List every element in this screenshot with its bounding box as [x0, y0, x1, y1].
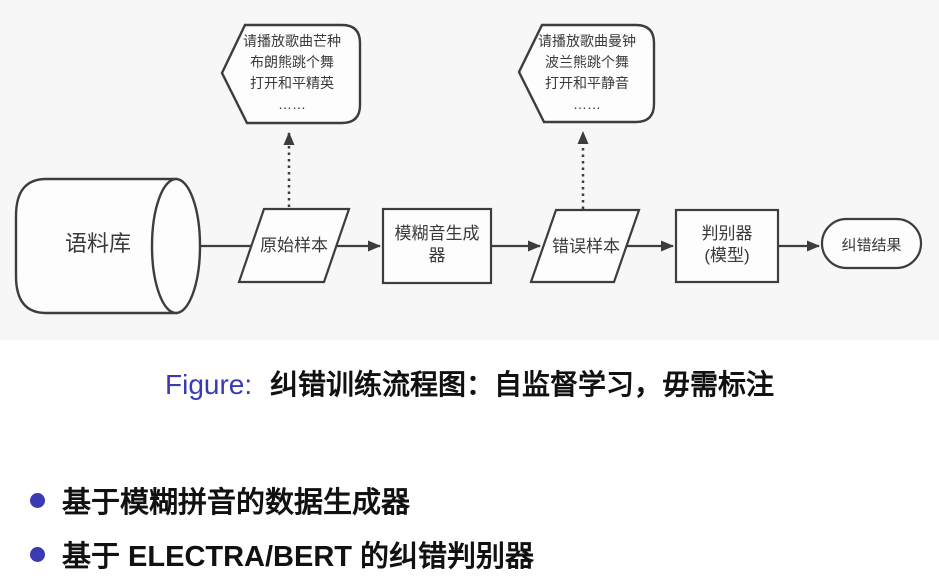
callout-error-text: 请播放歌曲曼钟 波兰熊跳个舞 打开和平静音 ……	[528, 31, 646, 115]
bullet-item-generator: 基于模糊拼音的数据生成器	[30, 478, 410, 522]
callout-line: 请播放歌曲芒种	[243, 33, 341, 49]
error-sample-label: 错误样本	[552, 237, 620, 256]
corpus-label: 语料库	[64, 231, 131, 256]
discriminator-rect	[674, 208, 780, 284]
fuzzy-generator-label-line2: 器	[428, 246, 446, 265]
callout-line: 布朗熊跳个舞	[250, 54, 334, 70]
original-sample-label: 原始样本	[260, 236, 328, 255]
callout-line: ……	[278, 96, 306, 112]
callout-line: 打开和平精英	[250, 75, 334, 91]
callout-original-bubble	[220, 23, 362, 125]
result-label: 纠错结果	[841, 237, 902, 254]
callout-line: 请播放歌曲曼钟	[538, 33, 636, 49]
callout-line: 波兰熊跳个舞	[545, 54, 629, 70]
callout-original-text: 请播放歌曲芒种 布朗熊跳个舞 打开和平精英 ……	[233, 31, 351, 115]
fuzzy-generator-label-line1: 模糊音生成	[394, 224, 480, 243]
discriminator-label-line2: (模型)	[704, 246, 750, 265]
bullet-icon	[30, 546, 45, 562]
corpus-cylinder-body	[14, 177, 178, 315]
original-sample-parallelogram	[237, 207, 351, 284]
bullet-text: 基于模糊拼音的数据生成器	[62, 487, 411, 519]
fuzzy-generator-rect	[381, 207, 493, 285]
fuzzy-generator-label: 模糊音生成 器	[383, 223, 491, 267]
callout-line: ……	[573, 96, 601, 112]
figure-caption-text: 纠错训练流程图：自监督学习，毋需标注	[269, 369, 774, 400]
result-stadium	[820, 217, 923, 270]
bullet-text: 基于 ELECTRA/BERT 的纠错判别器	[62, 541, 535, 573]
discriminator-label-line1: 判别器	[701, 224, 753, 243]
flowchart-diagram: 请播放歌曲芒种 布朗熊跳个舞 打开和平精英 …… 请播放歌曲曼钟 波兰熊跳个舞 …	[14, 23, 923, 315]
callout-error-bubble	[517, 23, 656, 124]
callout-line: 打开和平静音	[545, 75, 629, 91]
flowchart-shapes	[14, 23, 923, 315]
figure-caption: Figure: 纠错训练流程图：自监督学习，毋需标注	[0, 366, 939, 404]
bullet-item-discriminator: 基于 ELECTRA/BERT 的纠错判别器	[30, 532, 534, 576]
bullet-icon	[30, 492, 45, 508]
error-sample-parallelogram	[529, 208, 641, 284]
figure-caption-prefix: Figure:	[165, 369, 253, 400]
discriminator-label: 判别器 (模型)	[676, 223, 778, 267]
